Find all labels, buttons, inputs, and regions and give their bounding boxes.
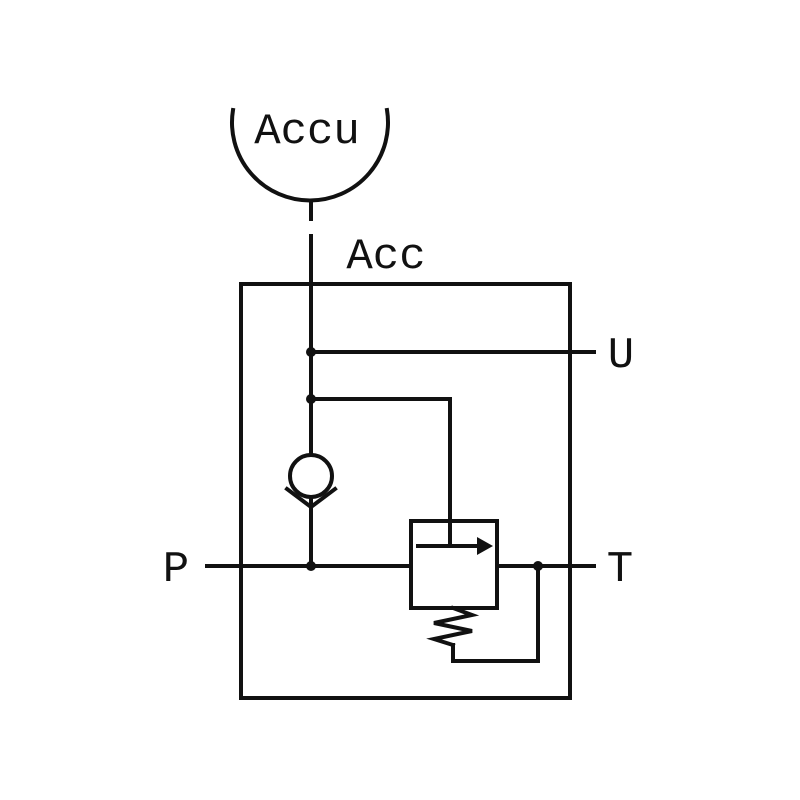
- p-port-label: P: [163, 545, 189, 595]
- relief-branch-line: [309, 397, 452, 523]
- relief-valve-body: [409, 519, 499, 610]
- t-port-label: T: [607, 545, 633, 595]
- junction-dot-branch: [306, 394, 316, 404]
- check-valve-ball-icon: [288, 453, 334, 499]
- junction-dot-u: [306, 347, 316, 357]
- spring-icon: [426, 605, 480, 648]
- u-port-label: U: [608, 331, 634, 381]
- junction-dot-t: [533, 561, 543, 571]
- enclosure-box: [239, 282, 572, 700]
- accumulator-shell-icon: [230, 107, 390, 203]
- junction-dot-p: [306, 561, 316, 571]
- pilot-return-line: [451, 564, 540, 663]
- acc-port-label: Acc: [346, 232, 425, 282]
- check-valve-seat-icon: [284, 486, 338, 510]
- accumulator-label: Accu: [254, 107, 360, 157]
- relief-valve-flow-arrowhead-icon: [477, 537, 493, 555]
